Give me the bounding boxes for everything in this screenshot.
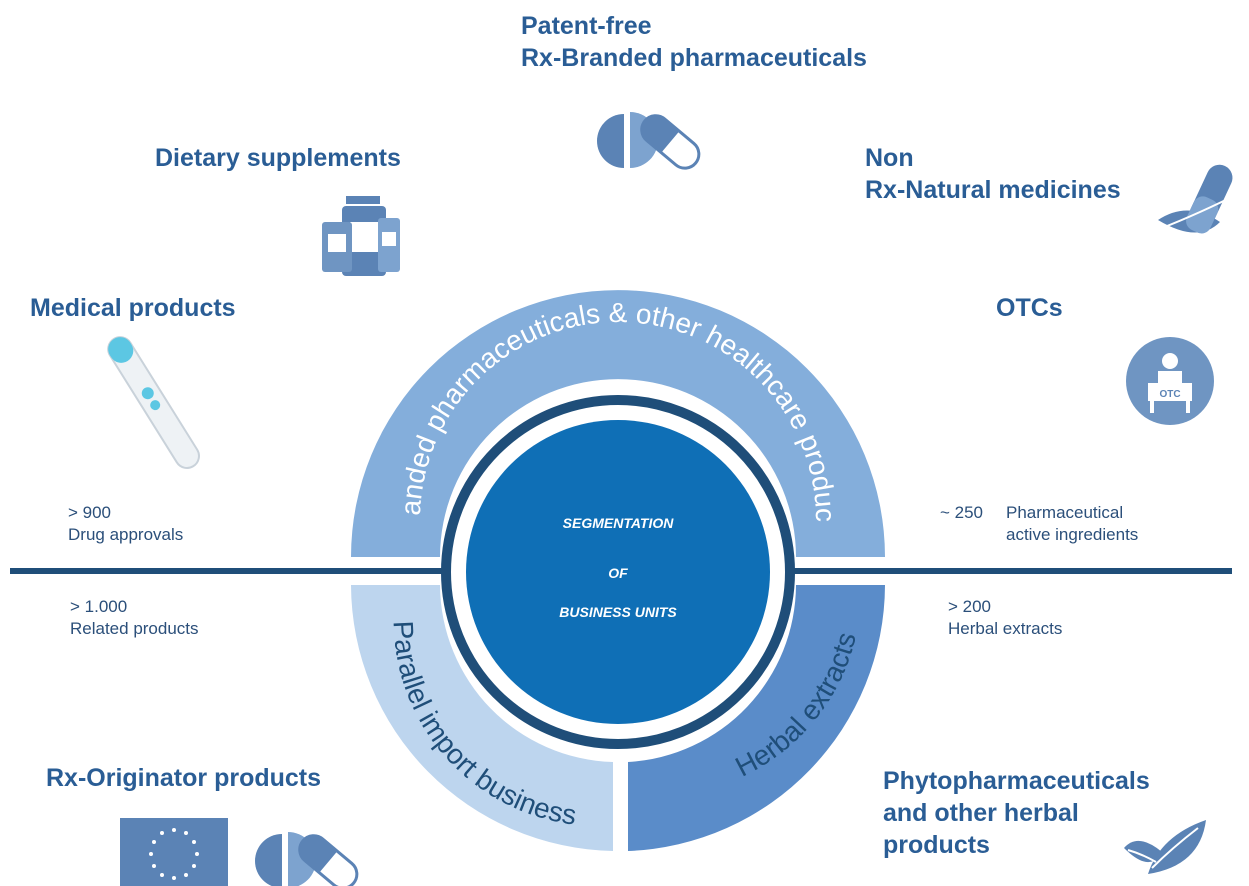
heading-phyto-line3: products xyxy=(883,831,990,859)
heading-patent-free-line1: Patent-free xyxy=(521,12,652,40)
heading-medical-products: Medical products xyxy=(30,294,236,322)
ring-right-segment xyxy=(628,585,885,851)
stat-herbal-extracts-label: Herbal extracts xyxy=(948,619,1063,638)
otc-counter-icon: OTC xyxy=(1126,337,1214,425)
stat-drug-approvals: > 900 Drug approvals xyxy=(68,502,183,546)
ring-top-segment xyxy=(351,290,885,557)
heading-non-rx-line1: Non xyxy=(865,144,914,172)
center-line-3: BUSINESS UNITS xyxy=(559,604,677,620)
otc-icon-label: OTC xyxy=(1159,389,1180,400)
stat-api-label-1: Pharmaceutical xyxy=(1006,503,1124,522)
pill-icon xyxy=(597,112,701,170)
medical-pen-device-icon xyxy=(107,336,200,469)
stat-herbal-extracts: > 200 Herbal extracts xyxy=(948,596,1062,640)
center-disc xyxy=(466,420,770,724)
heading-patent-free-line2: Rx-Branded pharmaceuticals xyxy=(521,44,867,72)
center-line-2: OF xyxy=(608,565,628,581)
stat-herbal-extracts-number: > 200 xyxy=(948,597,992,616)
stat-related-products-number: > 1.000 xyxy=(70,597,128,616)
heading-otcs: OTCs xyxy=(996,294,1063,322)
heading-rx-originator: Rx-Originator products xyxy=(46,764,322,792)
ring-left-segment xyxy=(351,585,613,851)
leaf-capsule-icon xyxy=(1158,164,1243,234)
stat-api-number: ~ 250 xyxy=(940,503,984,522)
heading-non-rx-line2: Rx-Natural medicines xyxy=(865,176,1121,204)
stat-drug-approvals-number: > 900 xyxy=(68,503,112,522)
leaves-icon xyxy=(1124,820,1206,874)
heading-non-rx-natural: Non Rx-Natural medicines xyxy=(865,142,1121,206)
heading-phytopharmaceuticals: Phytopharmaceuticals and other herbal pr… xyxy=(883,765,1150,861)
stat-api-label-2: active ingredients xyxy=(1006,525,1139,544)
center-line-1: SEGMENTATION xyxy=(563,515,675,531)
eu-flag-icon xyxy=(120,818,228,886)
stat-drug-approvals-label: Drug approvals xyxy=(68,525,184,544)
stat-related-products-label: Related products xyxy=(70,619,199,638)
heading-dietary-supplements: Dietary supplements xyxy=(155,144,401,172)
heading-phyto-line1: Phytopharmaceuticals xyxy=(883,767,1150,795)
pill-icon-bottom xyxy=(255,832,359,886)
supplement-bottles-icon xyxy=(322,196,400,276)
stat-related-products: > 1.000 Related products xyxy=(70,596,199,640)
heading-phyto-line2: and other herbal xyxy=(883,799,1079,827)
heading-patent-free: Patent-free Rx-Branded pharmaceuticals xyxy=(521,10,867,74)
